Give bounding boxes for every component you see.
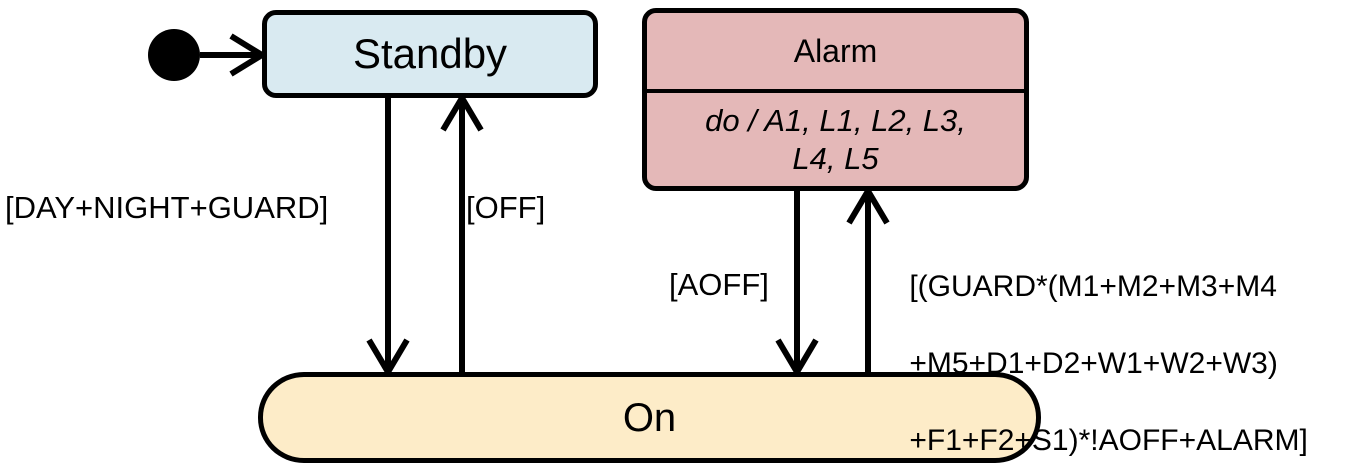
transition-label-on-to-standby: [OFF] xyxy=(466,190,546,225)
state-alarm-activity: do / A1, L1, L2, L3, L4, L5 xyxy=(705,102,966,178)
state-standby[interactable]: Standby xyxy=(262,10,598,98)
arrowhead-on-to-alarm xyxy=(846,185,890,225)
arrowhead-on-to-standby xyxy=(440,92,484,132)
transition-label-on-to-alarm-line2: +M5+D1+D2+W1+W2+W3) xyxy=(909,347,1278,381)
state-on[interactable]: On xyxy=(258,372,1041,463)
transition-label-on-to-alarm-line1: [(GUARD*(M1+M2+M3+M4 xyxy=(909,270,1277,304)
transition-label-standby-to-on: [DAY+NIGHT+GUARD] xyxy=(5,190,329,225)
transition-alarm-to-on[interactable] xyxy=(775,191,819,378)
state-alarm-body-compartment: do / A1, L1, L2, L3, L4, L5 xyxy=(647,93,1024,186)
state-alarm-title-compartment: Alarm xyxy=(647,13,1024,93)
state-alarm-title: Alarm xyxy=(793,33,878,69)
transition-label-alarm-to-on: [AOFF] xyxy=(669,267,769,302)
transition-initial-to-standby[interactable] xyxy=(200,33,268,77)
state-on-title: On xyxy=(622,395,677,440)
transition-on-to-standby[interactable] xyxy=(440,92,484,372)
state-alarm-activity-line1: do / A1, L1, L2, L3, xyxy=(705,102,966,138)
transition-on-to-alarm[interactable] xyxy=(846,185,890,372)
state-alarm[interactable]: Alarm do / A1, L1, L2, L3, L4, L5 xyxy=(642,8,1029,191)
transition-standby-to-on[interactable] xyxy=(366,98,410,378)
state-alarm-activity-line2: L4, L5 xyxy=(792,140,879,176)
initial-pseudostate[interactable] xyxy=(148,29,200,81)
transition-label-on-to-alarm: [(GUARD*(M1+M2+M3+M4 +M5+D1+D2+W1+W2+W3)… xyxy=(876,230,1308,476)
state-standby-title: Standby xyxy=(352,30,508,77)
transition-label-on-to-alarm-line3: +F1+F2+S1)*!AOFF+ALARM] xyxy=(909,423,1308,457)
